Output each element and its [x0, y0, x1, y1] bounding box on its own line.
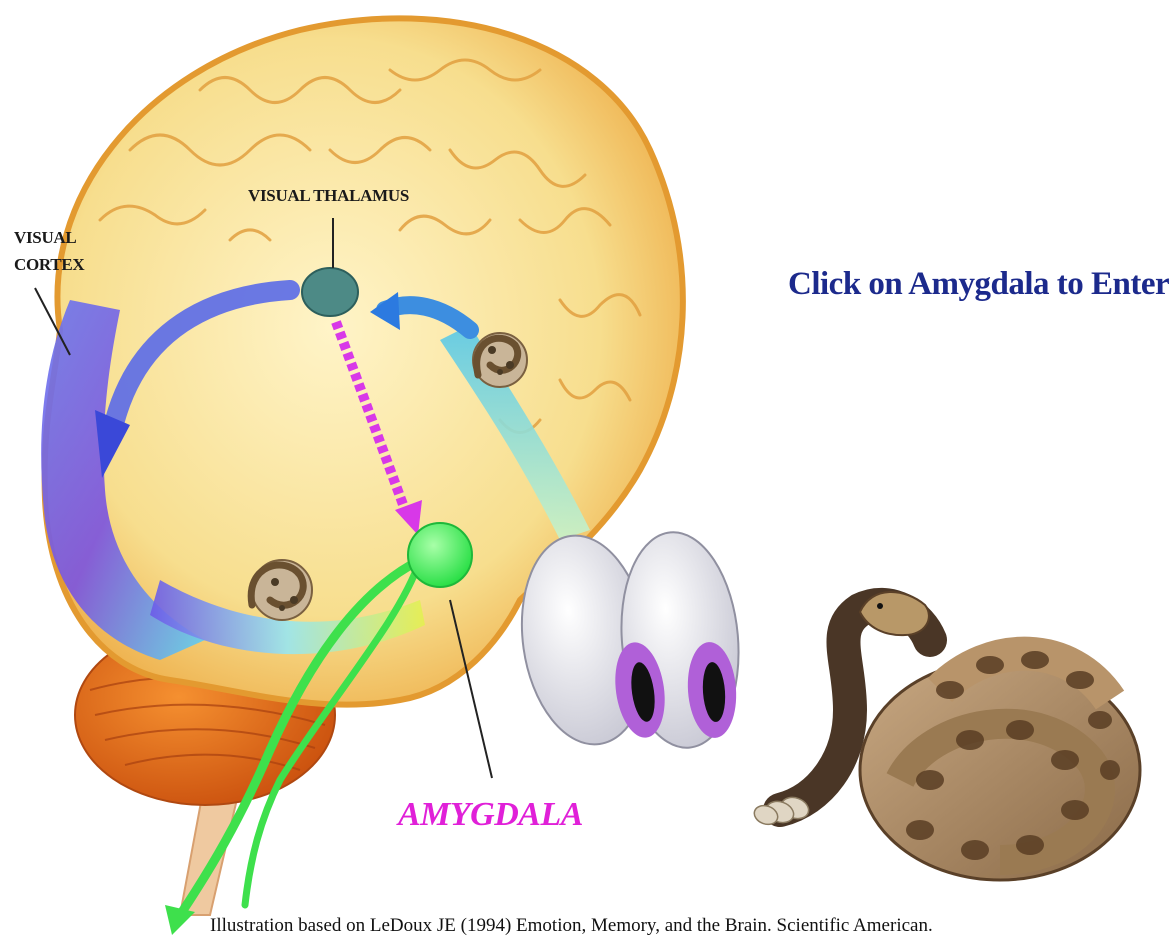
amygdala-label[interactable]: AMYGDALA [398, 796, 583, 834]
snake-thumbnail-icon [251, 560, 312, 620]
rattlesnake-illustration [752, 592, 1140, 880]
eyeballs-illustration [509, 527, 747, 752]
visual-cortex-label: VISUAL CORTEX [14, 224, 84, 278]
enter-link[interactable]: Click on Amygdala to Enter [788, 266, 1169, 303]
visual-cortex-label-line1: VISUAL [14, 224, 84, 251]
illustration-caption: Illustration based on LeDoux JE (1994) E… [210, 915, 933, 937]
amygdala-node[interactable] [408, 523, 472, 587]
visual-cortex-label-line2: CORTEX [14, 251, 84, 278]
visual-thalamus-label: VISUAL THALAMUS [248, 186, 409, 206]
visual-thalamus-node [302, 268, 358, 316]
snake-thumbnail-icon [473, 333, 527, 387]
